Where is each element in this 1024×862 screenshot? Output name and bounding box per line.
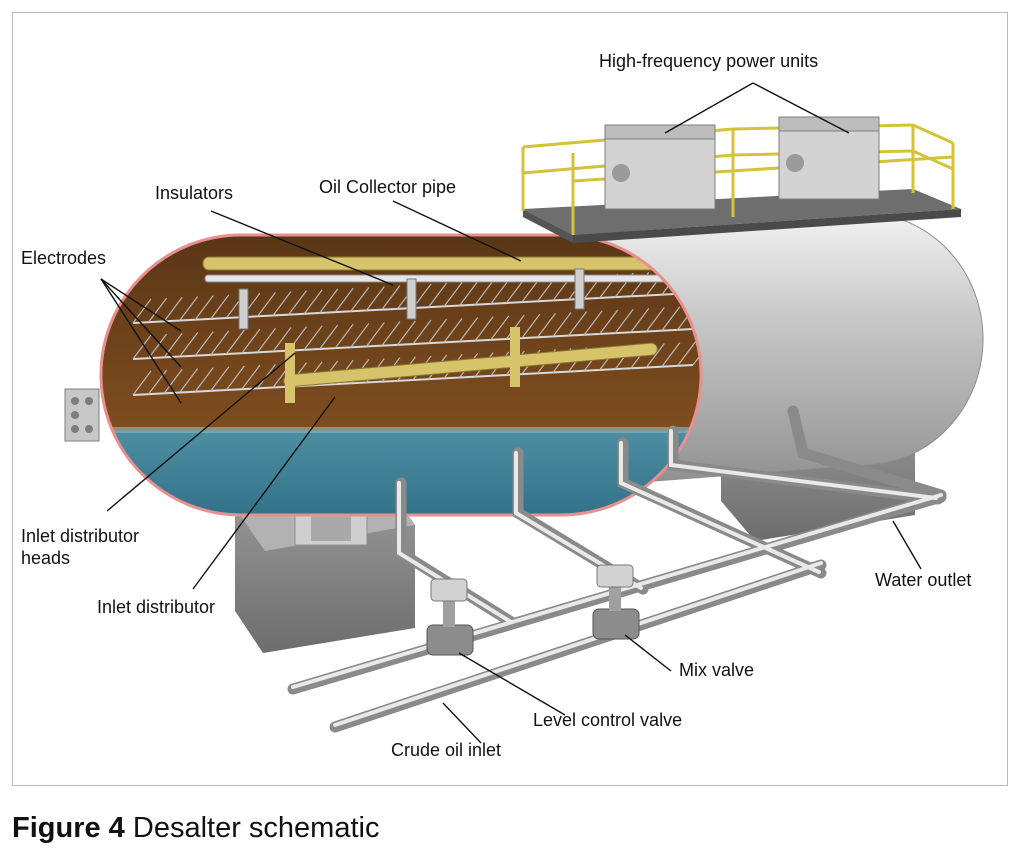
electrode-rod [303,289,323,315]
electrode-rod [163,332,183,358]
electrode-rod [210,294,230,320]
electrode-rod [552,312,572,337]
power-unit-1 [604,124,716,210]
electrode-rod [459,281,479,306]
electrode-rod [256,291,276,317]
electrode-rod [536,312,556,338]
electrode-rod [474,316,494,342]
electrode-rod [692,340,701,366]
power-unit-2 [778,116,880,200]
electrode-rod [319,288,339,314]
callout-mix-valve: Mix valve [679,660,755,680]
inlet-distributor-head-1 [285,343,295,403]
electrode-rod [661,342,681,368]
callout-water-outlet: Water outlet [875,570,972,590]
electrode-rod [521,313,541,339]
electrode-rod [256,327,276,353]
electrode-rod [132,298,152,324]
electrode-rod [676,341,696,367]
electrode-rod [272,327,292,352]
electrode-rod [148,333,168,359]
electrode-rod [443,281,463,307]
electrode-rod [210,330,230,356]
electrode-rod [334,287,354,313]
callout-inlet-distributor-heads-line1: Inlet distributor [21,526,140,546]
insulator-2 [406,278,417,320]
electrode-rod [661,306,681,332]
inlet-distributor-pipe [283,342,658,388]
callout-inlet-distributor: Inlet distributor [97,597,216,617]
electrode-rod [241,328,261,354]
oil-collector-pipe [202,256,674,271]
electrode-rod [303,325,323,351]
electrode-rod [132,334,152,360]
electrode-rod [179,368,199,393]
figure-caption-label: Figure 4 [12,812,125,844]
electrode-rod [396,320,416,346]
end-flange [64,388,100,442]
electrode-rod [599,309,619,335]
electrode-rod [148,369,168,395]
electrode-rod [490,279,510,305]
electrode-rod [194,367,214,393]
electrode-rod [412,319,432,345]
electrode-rod [505,278,525,304]
electrode-rod [381,321,401,347]
callout-crude-oil-inlet: Crude oil inlet [391,740,502,760]
callout-oil-collector-pipe: Oil Collector pipe [319,177,457,197]
callout-leader-lines [100,82,922,744]
callout-level-control-valve: Level control valve [533,710,683,730]
inlet-distributor-head-2 [510,327,520,387]
electrode-rod [645,307,665,332]
electrode-rod [365,286,385,311]
electrode-rod [319,324,339,350]
electrode-rod [583,310,603,336]
electrode-rod [334,323,354,349]
figure-frame: High-frequency power units Insulators Oi… [12,12,1008,786]
electrode-rod [194,331,214,357]
electrode-rod [381,285,401,311]
electrode-rod [365,322,385,347]
figure-caption: Figure 4 Desalter schematic [12,812,379,845]
electrode-rod [132,370,152,396]
electrode-rod [350,286,370,312]
electrode-rod [148,297,168,323]
electrode-rod [428,282,448,308]
electrode-rod [241,364,261,390]
callout-insulators: Insulators [155,183,234,203]
electrode-rod [225,329,245,355]
insulator-3 [574,268,585,310]
electrode-rod [459,317,479,342]
electrode-rod [210,366,230,392]
electrode-rod [225,365,245,391]
desalter-illustration [64,82,984,744]
electrode-rod [288,290,308,316]
top-platform [523,189,961,243]
electrode-rod [568,311,588,337]
electrode-rod [443,317,463,343]
electrode-rod [614,308,634,334]
electrode-rod [490,315,510,341]
figure-caption-text: Desalter schematic [132,812,380,844]
callout-power-units: High-frequency power units [599,51,819,71]
electrode-rod [474,280,494,306]
electrode-rod [428,318,448,344]
callout-inlet-distributor-heads-line2: heads [21,548,71,568]
electrode-rod [179,332,199,357]
electrode-rod [630,307,650,333]
electrode-rod [350,322,370,348]
callout-inlet-distributor-heads: Inlet distributor heads [21,525,139,569]
mix-valve [592,564,640,640]
electrode-rod [179,296,199,321]
electrode-rod [272,291,292,316]
electrode-rod [194,295,214,321]
level-control-valve [426,578,474,656]
electrode-rod [163,296,183,322]
insulator-1 [238,288,249,330]
electrode-rod [645,343,665,368]
callout-electrodes: Electrodes [21,248,107,268]
electrode-rod [163,368,183,394]
